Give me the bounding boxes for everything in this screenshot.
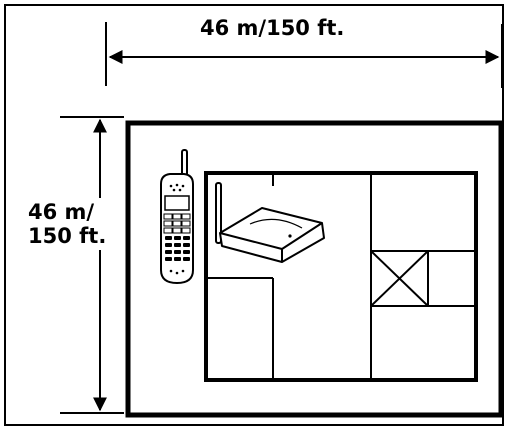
stairwell [370, 250, 429, 307]
house-outline [204, 171, 478, 382]
width-dimension [105, 22, 503, 88]
base-station-icon [215, 182, 325, 263]
height-label-line1: 46 m/ [28, 200, 95, 224]
height-label-line2: 150 ft. [28, 224, 107, 249]
height-dimension [60, 116, 124, 414]
cordless-handset-icon [160, 149, 194, 285]
floor-plan [204, 171, 478, 382]
width-label: 46 m/150 ft. [196, 16, 349, 41]
height-label: 46 m/ 150 ft. [28, 198, 107, 251]
building-outline [125, 120, 504, 418]
